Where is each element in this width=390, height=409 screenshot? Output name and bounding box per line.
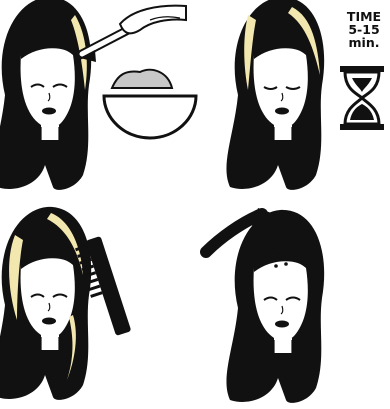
head-step-2 [226, 0, 324, 190]
timer-label-line-3: min. [335, 36, 390, 49]
head-step-3 [0, 207, 91, 400]
brush-icon [80, 6, 186, 62]
hourglass-icon [340, 66, 384, 130]
timer-label: TIME 5-15 min. [335, 10, 390, 49]
step-1-apply-dye [0, 0, 196, 190]
bowl-icon [104, 70, 196, 138]
step-4-rinse [206, 208, 324, 403]
step-3-comb-through [0, 207, 131, 400]
head-step-1 [0, 0, 91, 190]
